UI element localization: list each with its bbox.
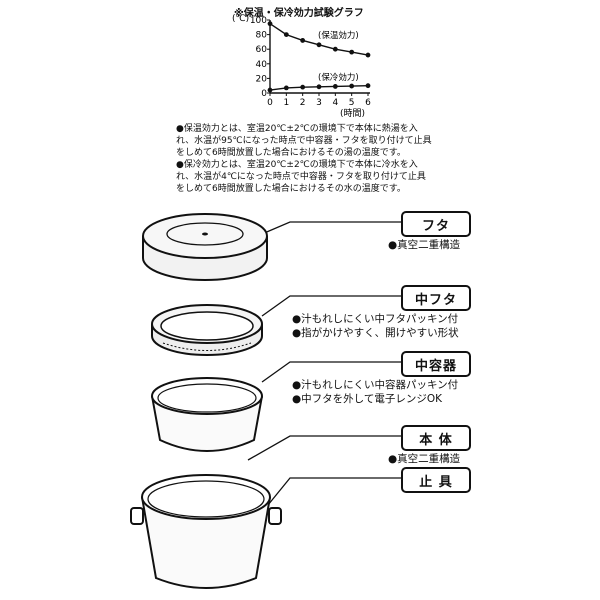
data-point — [349, 83, 355, 89]
x-unit-label: (時間) — [340, 108, 365, 119]
note-line: ●保温効力とは、室温20℃±2℃の環境下で本体に熱湯を入 — [176, 124, 418, 134]
y-tick-label: 0 — [261, 89, 267, 99]
lid-drawing — [142, 213, 268, 281]
inner-container-features: ●汁もれしにくい中容器パッキン付 ●中フタを外して電子レンジOK — [292, 378, 458, 406]
inner-lid-drawing — [151, 304, 263, 356]
y-tick-label: 80 — [256, 31, 268, 41]
clamp-right — [268, 507, 282, 525]
x-tick-label: 0 — [267, 98, 273, 108]
y-unit-label: (℃) — [232, 14, 249, 24]
data-point — [300, 84, 306, 90]
clamp-left — [130, 507, 144, 525]
label-lid: フタ — [401, 211, 471, 237]
y-tick-label: 40 — [256, 60, 268, 70]
data-point — [283, 85, 289, 91]
label-clamp: 止 具 — [401, 467, 471, 493]
feature-item: ●真空二重構造 — [388, 453, 461, 465]
series-label: (保温効力) — [318, 30, 359, 41]
feature-item: ●中フタを外して電子レンジOK — [292, 393, 442, 405]
data-point — [267, 21, 273, 27]
note-line: をしめて6時間放置した場合におけるその水の温度です。 — [176, 184, 406, 194]
leader-line-lid — [261, 221, 401, 235]
x-tick-label: 3 — [316, 98, 322, 108]
leader-line-clamp — [267, 477, 401, 506]
leader-line-inner-container — [261, 361, 401, 383]
y-tick-label: 20 — [256, 74, 268, 84]
x-tick-label: 4 — [332, 98, 338, 108]
data-point — [332, 46, 338, 52]
feature-item: ●汁もれしにくい中容器パッキン付 — [292, 379, 459, 391]
data-point — [349, 49, 355, 55]
x-tick-label: 5 — [349, 98, 355, 108]
note-line: れ、水温が4℃になった時点で中容器・フタを取り付けて止具 — [176, 172, 426, 182]
feature-item: ●真空二重構造 — [388, 239, 461, 251]
label-inner-lid: 中フタ — [401, 285, 471, 311]
leader-line-body — [247, 435, 401, 461]
feature-item: ●汁もれしにくい中フタパッキン付 — [292, 313, 459, 325]
inner-lid-features: ●汁もれしにくい中フタパッキン付 ●指がかけやすく、開けやすい形状 — [292, 312, 459, 340]
feature-item: ●指がかけやすく、開けやすい形状 — [292, 327, 459, 339]
inner-container-drawing — [151, 377, 263, 452]
data-point — [267, 87, 273, 93]
leader-line-inner-lid — [261, 295, 401, 317]
x-tick-label: 1 — [283, 98, 289, 108]
data-point — [365, 52, 371, 58]
test-notes: ●保温効力とは、室温20℃±2℃の環境下で本体に熱湯を入 れ、水温が95℃になっ… — [176, 123, 596, 195]
body-features: ●真空二重構造 — [388, 452, 460, 466]
note-line: ●保冷効力とは、室温20℃±2℃の環境下で本体に冷水を入 — [176, 160, 418, 170]
data-point — [300, 38, 306, 43]
x-tick-label: 2 — [300, 98, 306, 108]
note-line: れ、水温が95℃になった時点で中容器・フタを取り付けて止具 — [176, 136, 432, 146]
data-point — [332, 84, 338, 89]
y-tick-label: 60 — [256, 45, 268, 55]
label-inner-container: 中容器 — [401, 351, 471, 377]
body-drawing — [130, 474, 282, 589]
x-tick-label: 6 — [365, 98, 371, 108]
chart-title: ※保温・保冷効力試験グラフ — [234, 8, 364, 19]
data-point — [316, 42, 322, 48]
data-point — [365, 83, 371, 89]
series-label: (保冷効力) — [318, 72, 359, 83]
lid-features: ●真空二重構造 — [388, 238, 460, 252]
note-line: をしめて6時間放置した場合におけるその湯の温度です。 — [176, 148, 406, 158]
data-point — [316, 84, 322, 90]
label-body: 本 体 — [401, 425, 471, 451]
data-point — [283, 32, 289, 37]
y-tick-label: 100 — [250, 16, 267, 26]
